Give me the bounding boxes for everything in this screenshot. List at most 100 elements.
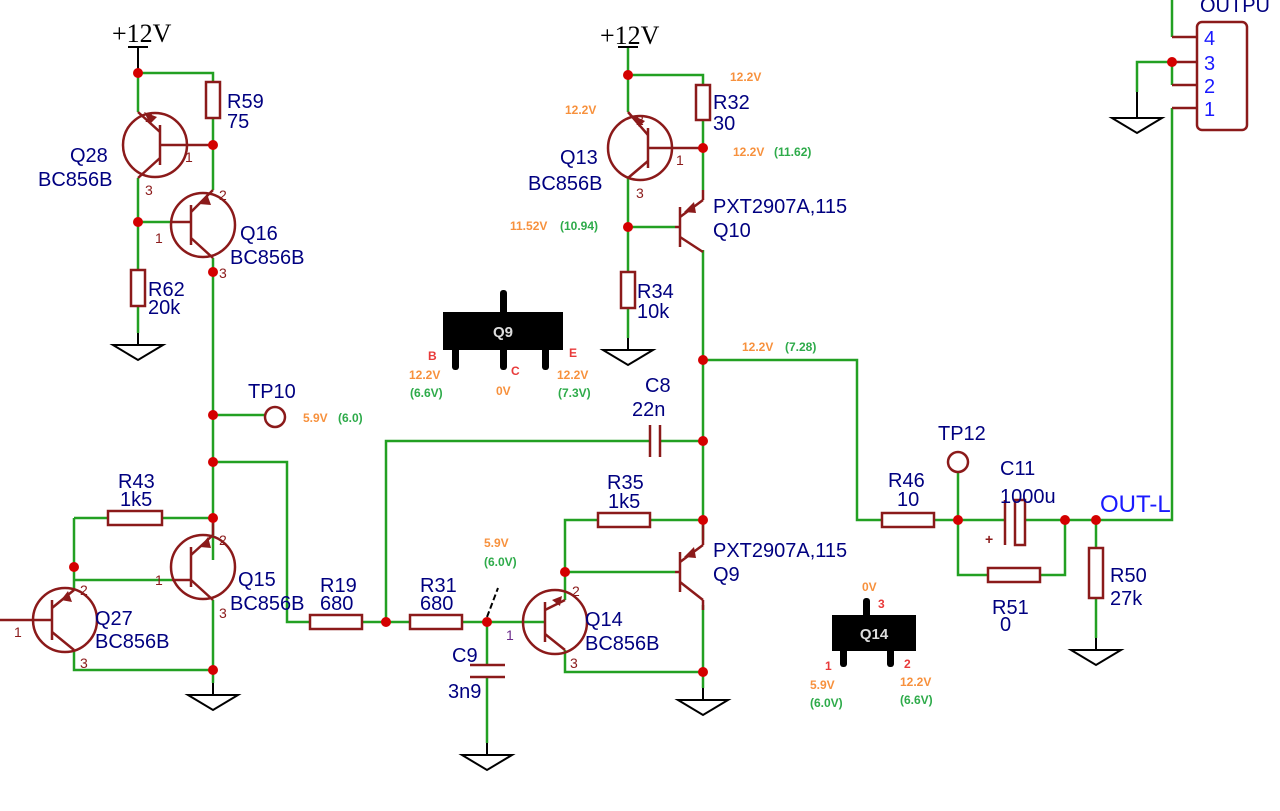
schematic-label: Q14	[860, 626, 889, 643]
resistor-r59[interactable]: R59 75	[204, 80, 264, 133]
test-point-tp12[interactable]: TP12	[938, 423, 986, 474]
schematic-stroke	[679, 581, 704, 601]
transistor-q15[interactable]: 2 1 3 Q15 BC856B	[155, 518, 305, 621]
resistor-r51[interactable]: R51 0	[986, 566, 1042, 636]
q14-base-simulated: (6.0V)	[484, 555, 517, 569]
schematic-stroke	[72, 650, 213, 672]
resistor-r46[interactable]: R46 10	[880, 470, 936, 529]
probe-line	[486, 587, 499, 618]
resistor-r50[interactable]: R50 27k	[1087, 546, 1147, 610]
schematic-stroke	[628, 73, 705, 85]
schematic-stroke	[200, 537, 211, 548]
schematic-stroke	[308, 613, 364, 631]
junction-dot	[208, 457, 218, 467]
schematic-stroke	[684, 547, 696, 558]
capacitor-c9[interactable]: C9 3n9	[448, 645, 505, 703]
schematic-label: R19	[320, 575, 357, 597]
schematic-label: +12V	[600, 21, 660, 50]
schematic-label: (7.3V)	[558, 386, 591, 400]
schematic-label: 0	[1000, 614, 1011, 636]
ground-symbol	[1070, 637, 1122, 666]
schematic-stroke	[986, 566, 1042, 584]
schematic-stroke	[627, 160, 649, 179]
ground-symbol	[602, 337, 654, 366]
transistor-q27[interactable]: 2 1 3 Q27 BC856B	[0, 582, 170, 671]
schematic-label: (6.6V)	[410, 386, 443, 400]
resistor-r31[interactable]: R31 680	[408, 575, 464, 631]
junction-dot	[133, 68, 143, 78]
schematic-label: 2	[219, 187, 227, 203]
capacitor-c8[interactable]: C8 22n	[632, 375, 671, 457]
schematic-stroke	[632, 115, 645, 127]
schematic-label: R50	[1110, 565, 1147, 587]
resistor-r43[interactable]: R43 1k5	[106, 471, 164, 527]
resistor-r35[interactable]: R35 1k5	[596, 472, 652, 529]
schematic-label: (10.94)	[560, 219, 598, 233]
schematic-label: C8	[645, 375, 671, 397]
resistor-r32[interactable]: R32 30	[694, 83, 750, 135]
junction-dot	[1167, 57, 1177, 67]
junction-dot	[381, 617, 391, 627]
schematic-label: +	[985, 531, 993, 547]
schematic-label: R31	[420, 575, 457, 597]
junction-dot	[698, 667, 708, 677]
resistor-r62[interactable]: R62 20k	[129, 268, 185, 319]
schematic-stroke	[137, 157, 161, 179]
capacitor-c11[interactable]: + C11 1000u	[985, 458, 1056, 547]
schematic-stroke	[1135, 60, 1172, 92]
transistor-q10[interactable]: PXT2907A,115 Q10	[675, 190, 847, 254]
transistor-q28[interactable]: 2 1 3 Q28 BC856B	[38, 109, 213, 198]
schematic-stroke	[51, 631, 75, 651]
schematic-stroke	[563, 518, 598, 600]
schematic-label: C11	[1000, 458, 1035, 480]
schematic-stroke	[169, 191, 237, 259]
transistor-q13[interactable]: 2 1 3 Q13 BC856B	[528, 111, 703, 201]
schematic-label: PXT2907A,115	[713, 540, 847, 562]
schematic-label: 2	[219, 532, 227, 548]
junction-dot	[623, 70, 633, 80]
transistor-q16[interactable]: 2 1 3 Q16 BC856B	[155, 187, 305, 281]
schematic-stroke	[199, 194, 211, 205]
schematic-label: 1k5	[120, 489, 152, 511]
schematic-label: 0V	[862, 580, 877, 594]
schematic-label: BC856B	[230, 247, 305, 269]
transistor-q14[interactable]: 2 1 3 Q14 BC856B	[506, 583, 660, 671]
schematic-label: 3	[219, 605, 227, 621]
schematic-label: BC856B	[585, 633, 660, 655]
resistor-r19[interactable]: R19 680	[308, 575, 364, 631]
junction-dot	[208, 665, 218, 675]
junction-dot	[698, 436, 708, 446]
wires-middle	[362, 47, 882, 743]
output-connector[interactable]: OUTPU 4 3 2 1	[1172, 0, 1270, 132]
schematic-stroke	[1195, 20, 1249, 132]
schematic-stroke	[956, 520, 988, 577]
transistor-q9[interactable]: PXT2907A,115 Q9	[675, 520, 847, 610]
schematic-label: 12.2V	[565, 103, 596, 117]
schematic-label: 5.9V	[810, 678, 835, 692]
test-point-tp10[interactable]: TP10 5.9V (6.0)	[248, 381, 363, 429]
schematic-label: 1	[155, 230, 163, 246]
schematic-stroke	[408, 613, 464, 631]
schematic-label: 3	[145, 182, 153, 198]
schematic-stroke	[1025, 108, 1174, 522]
resistor-r34[interactable]: R34 10k	[619, 270, 674, 323]
junction-dot	[698, 515, 708, 525]
schematic-label: 2	[572, 583, 580, 599]
schematic-label: 11.52V	[510, 219, 547, 233]
schematic-label: 12.2V	[730, 70, 761, 84]
schematic-label: C9	[452, 645, 478, 667]
schematic-label: TP10	[248, 381, 296, 403]
schematic-label: 1	[14, 624, 22, 640]
schematic-stroke	[1087, 546, 1105, 600]
schematic-label: (6.0)	[338, 411, 363, 425]
ground-symbol	[677, 687, 729, 716]
schematic-label: B	[428, 349, 437, 363]
junction-dot	[698, 143, 708, 153]
junction-dot	[560, 567, 570, 577]
schematic-label: Q10	[713, 220, 751, 242]
schematic-label: (6.0V)	[810, 696, 843, 710]
schematic-label: Q14	[585, 609, 623, 631]
schematic-stroke	[213, 460, 310, 624]
schematic-stroke	[169, 533, 237, 601]
schematic-label: R46	[888, 470, 925, 492]
